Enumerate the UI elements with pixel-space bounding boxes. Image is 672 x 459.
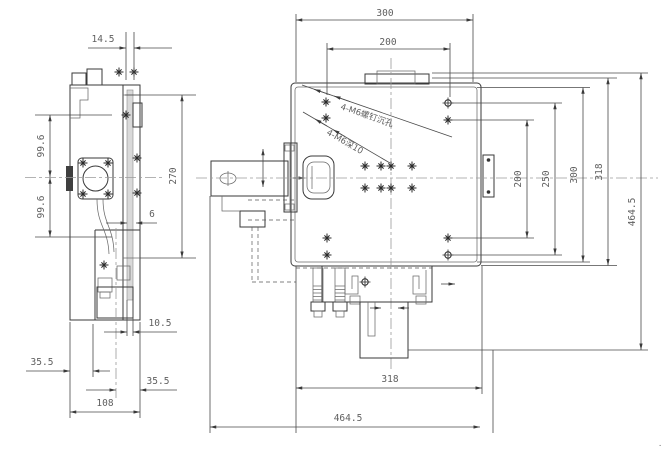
motor-connector [66, 166, 73, 191]
plan-plate-outer [290, 82, 482, 267]
dim-right-total: 464.5 [627, 198, 638, 227]
screw-mark [114, 67, 124, 77]
dim-offset-left: 35.5 [31, 357, 54, 368]
side-view-dimensions: 14.5 99.6 99.6 270 6 10.5 35.5 35.5 108 [26, 32, 196, 418]
plan-plate-inner [294, 86, 478, 263]
motor-bore [82, 165, 109, 192]
side-top-block-2 [86, 68, 103, 86]
drive-knob [302, 155, 335, 200]
dim-height: 270 [168, 167, 179, 184]
dim-bottom-total: 464.5 [334, 413, 363, 424]
stray-artifact: . [658, 440, 662, 448]
bottom-block [359, 301, 409, 359]
limit-switch [97, 277, 113, 293]
dim-top-inner: 200 [379, 37, 396, 48]
dim-upper-half: 99.6 [36, 134, 47, 157]
cable [96, 198, 110, 255]
dim-gap: 6 [149, 209, 155, 220]
dim-top-width: 14.5 [92, 34, 115, 45]
dim-right-250: 250 [541, 170, 552, 187]
side-step-notch [70, 87, 89, 119]
note-tapped: 4-M6深10 [325, 128, 365, 157]
side-top-block-1 [71, 72, 87, 86]
connector-bolt [310, 267, 326, 318]
side-right-block [132, 102, 143, 128]
note-counterbore: 4-M6螺钉沉孔 [339, 101, 395, 130]
side-view [25, 67, 163, 398]
motor-bracket [239, 210, 266, 228]
dim-rail-offset: 10.5 [149, 318, 172, 329]
side-body [69, 84, 141, 321]
motor-flange [283, 142, 298, 213]
dim-base-width: 108 [96, 398, 113, 409]
dim-top-outer: 300 [376, 8, 393, 19]
dim-right-318: 318 [594, 163, 605, 180]
connector-bolt [332, 267, 348, 318]
plan-view-dimensions: 300 200 200 250 300 318 464.5 318 464. [209, 8, 648, 433]
dim-bottom-318: 318 [381, 374, 398, 385]
dim-offset-right: 35.5 [147, 376, 170, 387]
plan-view: 4-M6螺钉沉孔 4-M6深10 [196, 58, 658, 372]
dim-lower-half: 99.6 [36, 195, 47, 218]
motor-body [210, 160, 289, 197]
dim-right-300: 300 [569, 166, 580, 183]
cable [102, 198, 115, 253]
side-rail-block [482, 154, 495, 198]
motor-flange-front [77, 157, 114, 200]
dim-right-200: 200 [513, 170, 524, 187]
side-rail [126, 89, 134, 301]
